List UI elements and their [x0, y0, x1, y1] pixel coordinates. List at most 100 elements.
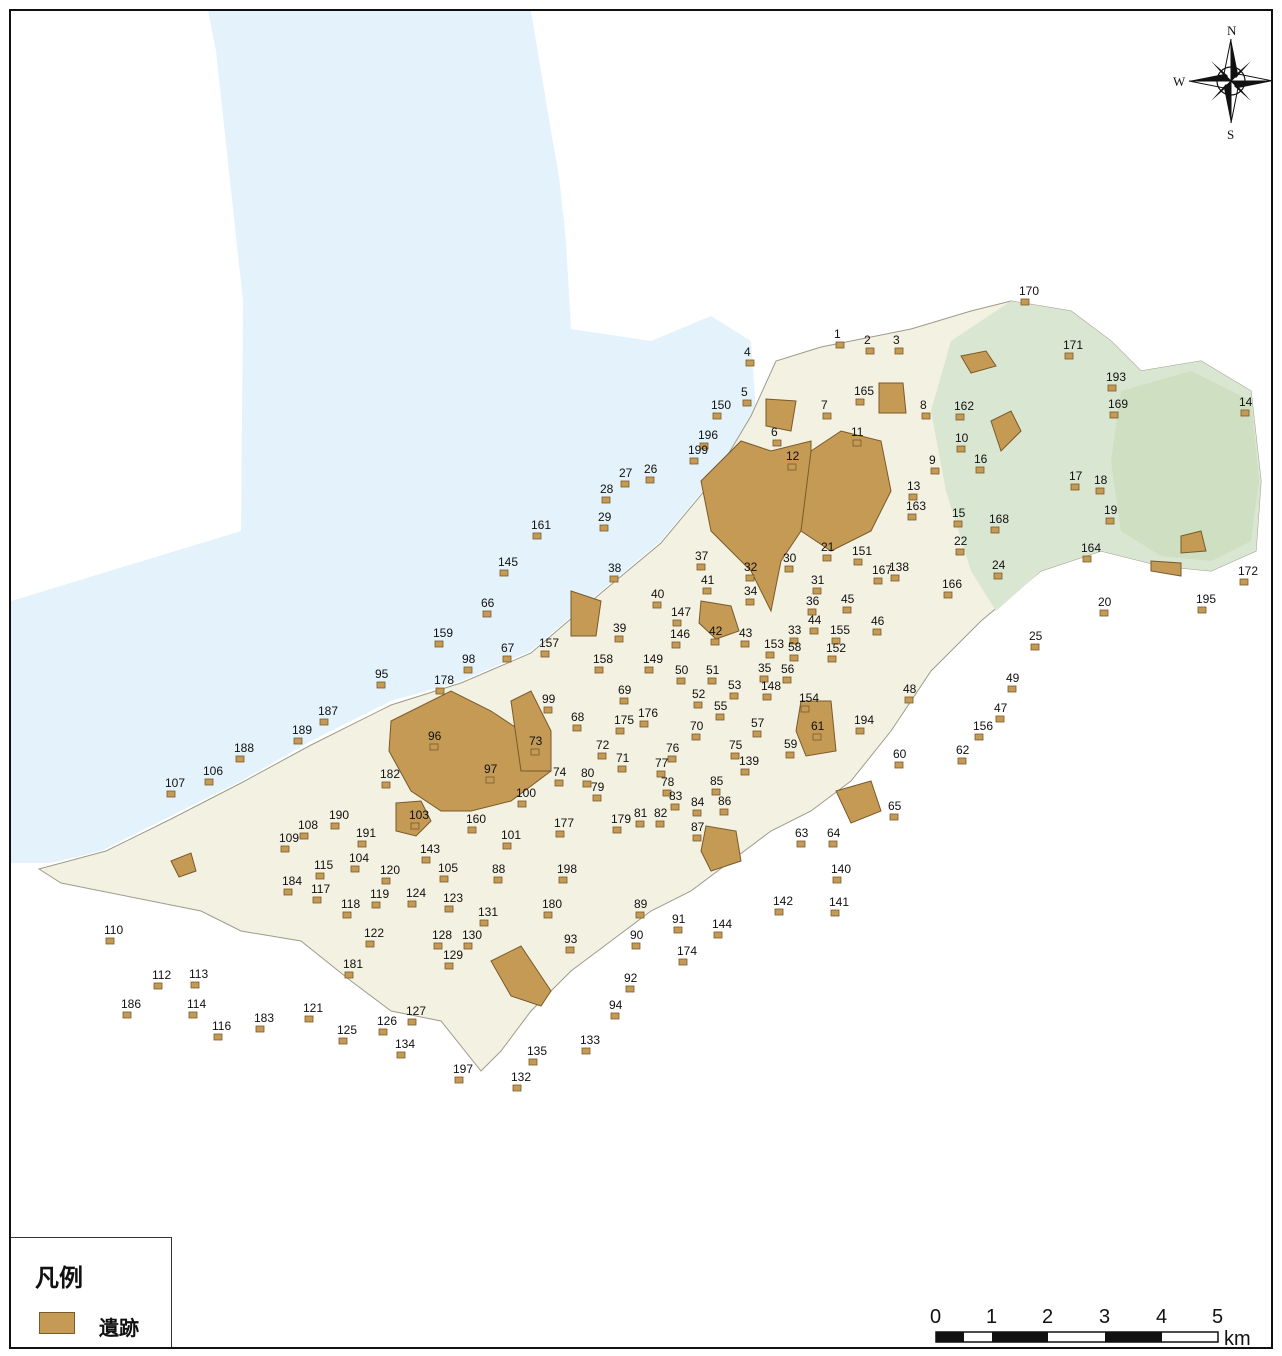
- site-marker: [493, 876, 503, 884]
- site-label: 116: [212, 1019, 231, 1033]
- site-marker: [433, 942, 443, 950]
- site-label: 51: [706, 663, 720, 677]
- site-label: 39: [613, 621, 627, 635]
- site-marker: [601, 496, 611, 504]
- site-polygon: [990, 410, 1022, 452]
- site-marker: [558, 876, 568, 884]
- site-label: 101: [501, 828, 521, 842]
- site-marker: [376, 681, 386, 689]
- site-label: 172: [1238, 564, 1258, 578]
- site-label: 20: [1098, 595, 1112, 609]
- site-marker: [499, 569, 509, 577]
- site-label: 105: [438, 861, 458, 875]
- site-marker: [528, 1058, 538, 1066]
- site-label: 87: [691, 820, 705, 834]
- site-marker: [702, 587, 712, 595]
- site-label: 104: [349, 851, 369, 865]
- site-marker: [676, 677, 686, 685]
- site-marker: [410, 822, 420, 830]
- site-marker: [543, 706, 553, 714]
- site-label: 128: [432, 928, 452, 942]
- site-marker: [740, 768, 750, 776]
- site-marker: [381, 877, 391, 885]
- legend-title: 凡例: [35, 1264, 83, 1292]
- site-label: 58: [788, 640, 802, 654]
- site-marker: [153, 982, 163, 990]
- site-marker: [774, 908, 784, 916]
- site-label: 44: [808, 613, 822, 627]
- site-label: 100: [516, 786, 536, 800]
- site-marker: [315, 872, 325, 880]
- site-marker: [1020, 298, 1030, 306]
- site-polygon: [765, 398, 797, 432]
- site-marker: [812, 587, 822, 595]
- site-marker: [439, 875, 449, 883]
- scale-tick-3: 3: [1099, 1306, 1110, 1328]
- site-label: 93: [564, 932, 578, 946]
- site-marker: [894, 761, 904, 769]
- site-label: 188: [234, 741, 254, 755]
- site-label: 15: [952, 506, 966, 520]
- site-label: 49: [1006, 671, 1020, 685]
- site-label: 46: [871, 614, 885, 628]
- site-label: 18: [1094, 473, 1108, 487]
- site-marker: [889, 813, 899, 821]
- site-label: 161: [531, 518, 551, 532]
- site-marker: [342, 911, 352, 919]
- site-marker: [614, 635, 624, 643]
- scale-tick-0: 0: [930, 1306, 941, 1328]
- site-marker: [599, 524, 609, 532]
- site-label: 82: [654, 806, 668, 820]
- site-label: 114: [187, 997, 206, 1011]
- site-marker: [293, 737, 303, 745]
- site-label: 152: [826, 641, 846, 655]
- site-marker: [554, 779, 564, 787]
- site-marker: [572, 724, 582, 732]
- site-polygon: [795, 700, 837, 757]
- site-marker: [975, 466, 985, 474]
- site-label: 149: [643, 652, 663, 666]
- site-marker: [730, 752, 740, 760]
- site-label: 6: [771, 425, 778, 439]
- site-marker: [463, 942, 473, 950]
- site-marker: [344, 971, 354, 979]
- site-label: 21: [821, 540, 835, 554]
- site-marker: [407, 1018, 417, 1026]
- site-label: 16: [974, 452, 988, 466]
- site-marker: [745, 359, 755, 367]
- site-label: 157: [539, 636, 559, 650]
- hill-area-east: [1111, 371, 1259, 561]
- site-label: 60: [893, 747, 907, 761]
- site-marker: [635, 911, 645, 919]
- site-marker: [365, 940, 375, 948]
- site-label: 34: [744, 584, 758, 598]
- legend: 凡例 遺跡: [11, 1237, 172, 1347]
- site-label: 92: [624, 971, 638, 985]
- site-label: 3: [893, 333, 900, 347]
- site-marker: [555, 830, 565, 838]
- site-marker: [990, 526, 1000, 534]
- site-marker: [667, 755, 677, 763]
- site-label: 195: [1196, 592, 1216, 606]
- site-marker: [1197, 606, 1207, 614]
- site-label: 132: [511, 1070, 531, 1084]
- site-label: 143: [420, 842, 440, 856]
- site-polygon: [1180, 530, 1207, 554]
- site-marker: [752, 730, 762, 738]
- site-label: 91: [672, 912, 686, 926]
- site-marker: [235, 755, 245, 763]
- site-marker: [765, 651, 775, 659]
- site-marker: [835, 341, 845, 349]
- site-label: 123: [443, 891, 463, 905]
- site-marker: [1099, 609, 1109, 617]
- site-marker: [350, 865, 360, 873]
- site-label: 1: [834, 327, 841, 341]
- site-label: 130: [462, 928, 482, 942]
- site-label: 47: [994, 701, 1008, 715]
- site-label: 181: [343, 957, 363, 971]
- scale-unit: km: [1224, 1328, 1251, 1349]
- site-label: 64: [827, 826, 841, 840]
- site-marker: [953, 520, 963, 528]
